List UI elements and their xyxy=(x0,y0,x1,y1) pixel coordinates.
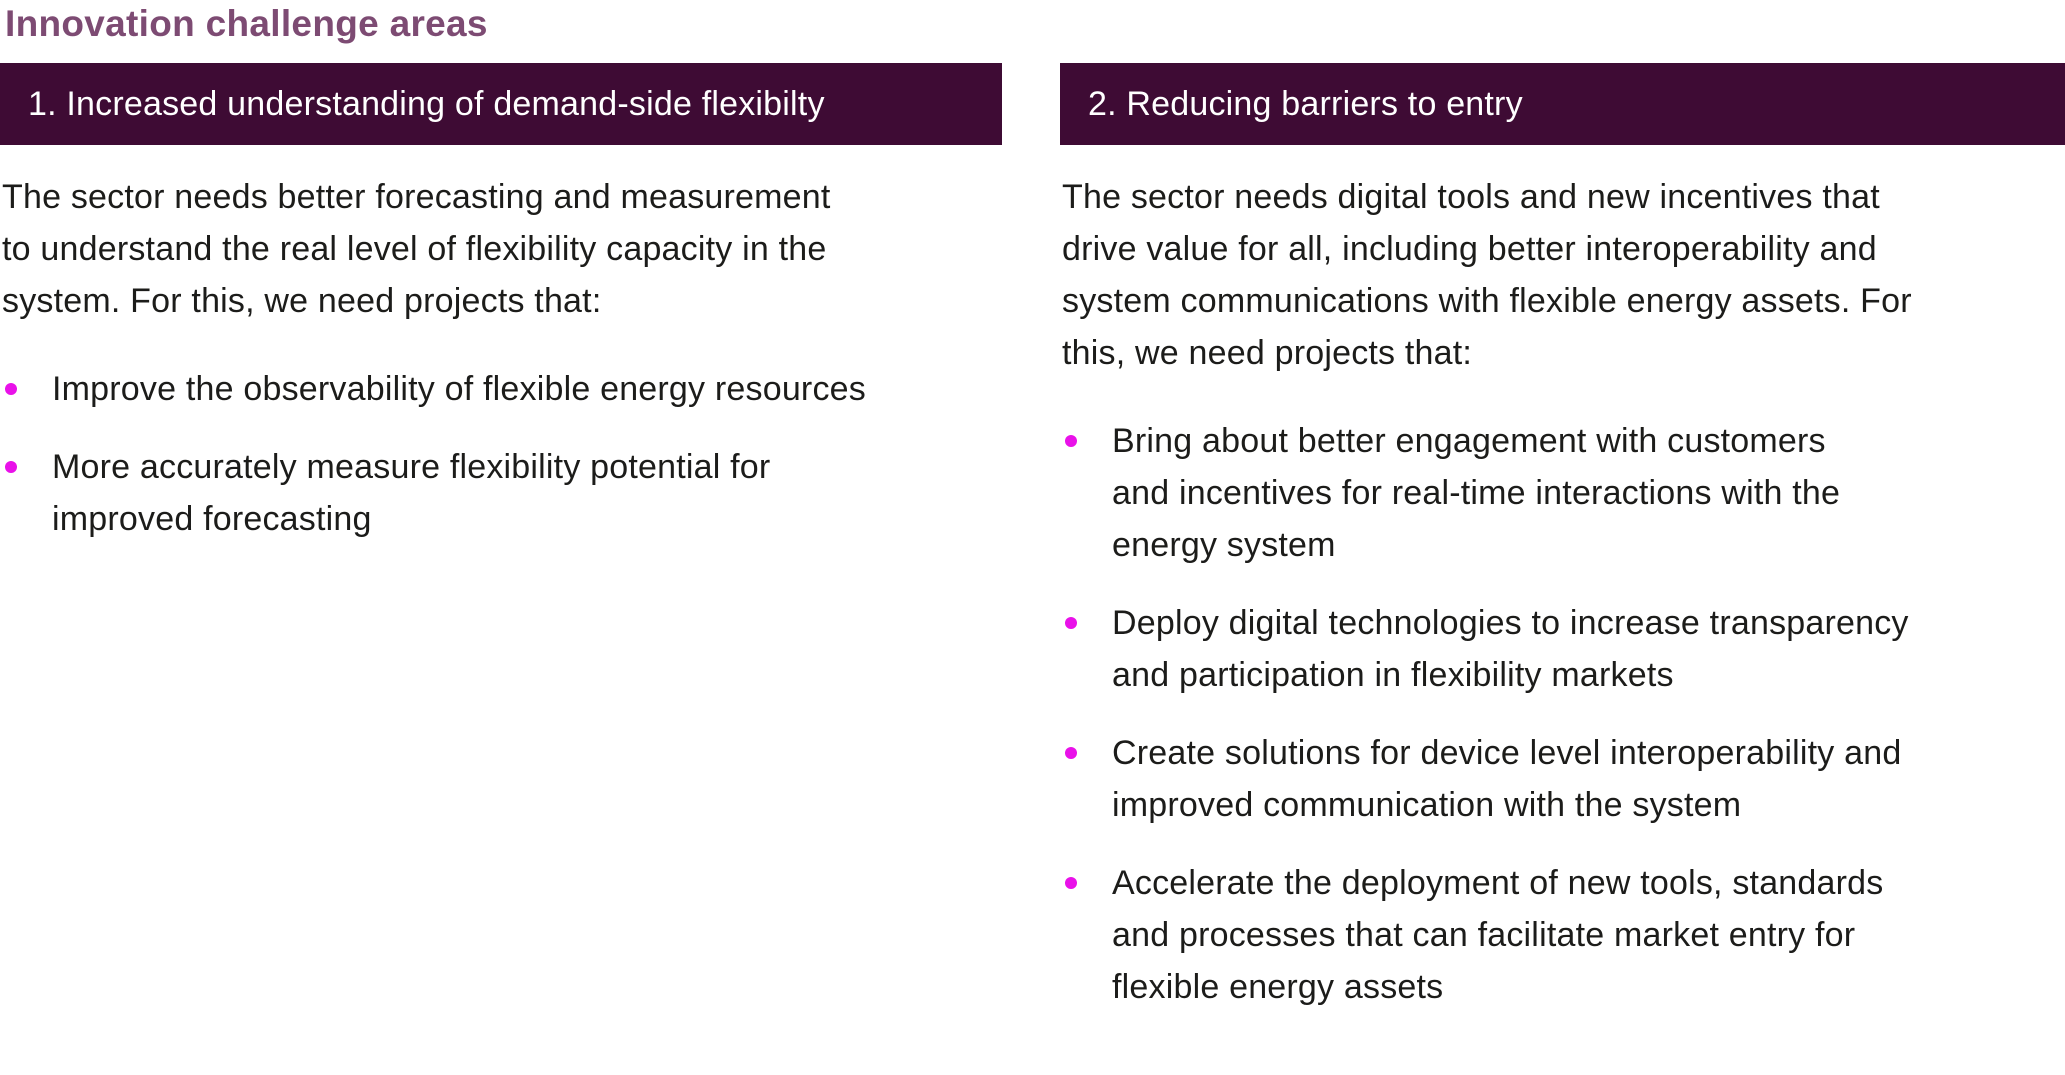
bullet-dot-icon xyxy=(1065,747,1077,759)
page-title: Innovation challenge areas xyxy=(5,3,488,44)
list-item: Deploy digital technologies to increase … xyxy=(1060,597,2065,701)
challenge-1-header-label: 1. Increased understanding of demand-sid… xyxy=(28,84,825,123)
bullet-dot-icon xyxy=(5,461,17,473)
bullet-dot-icon xyxy=(5,383,17,395)
challenge-area-1: 1. Increased understanding of demand-sid… xyxy=(0,63,1002,1039)
challenge-2-description: The sector needs digital tools and new i… xyxy=(1062,178,1912,372)
challenge-1-bullet-list: Improve the observability of flexible en… xyxy=(0,363,1002,545)
bullet-text: Accelerate the deployment of new tools, … xyxy=(1112,864,1884,1006)
challenge-2-header-bar: 2. Reducing barriers to entry xyxy=(1060,63,2065,145)
challenge-columns: 1. Increased understanding of demand-sid… xyxy=(0,63,2065,1039)
bullet-text: Create solutions for device level intero… xyxy=(1112,734,1902,824)
bullet-text: Deploy digital technologies to increase … xyxy=(1112,604,1909,694)
bullet-dot-icon xyxy=(1065,435,1077,447)
list-item: Bring about better engagement with custo… xyxy=(1060,415,2065,571)
bullet-dot-icon xyxy=(1065,877,1077,889)
challenge-2-header-label: 2. Reducing barriers to entry xyxy=(1088,84,1523,123)
challenge-area-2: 2. Reducing barriers to entry The sector… xyxy=(1060,63,2065,1039)
list-item: Improve the observability of flexible en… xyxy=(0,363,1002,415)
challenge-2-bullet-list: Bring about better engagement with custo… xyxy=(1060,415,2065,1013)
bullet-text: Bring about better engagement with custo… xyxy=(1112,422,1841,564)
bullet-dot-icon xyxy=(1065,617,1077,629)
bullet-text: Improve the observability of flexible en… xyxy=(52,370,866,408)
challenge-1-header-bar: 1. Increased understanding of demand-sid… xyxy=(0,63,1002,145)
bullet-text: More accurately measure flexibility pote… xyxy=(52,448,771,538)
list-item: Accelerate the deployment of new tools, … xyxy=(1060,857,2065,1013)
list-item: More accurately measure flexibility pote… xyxy=(0,441,1002,545)
challenge-1-description: The sector needs better forecasting and … xyxy=(2,178,831,320)
list-item: Create solutions for device level intero… xyxy=(1060,727,2065,831)
